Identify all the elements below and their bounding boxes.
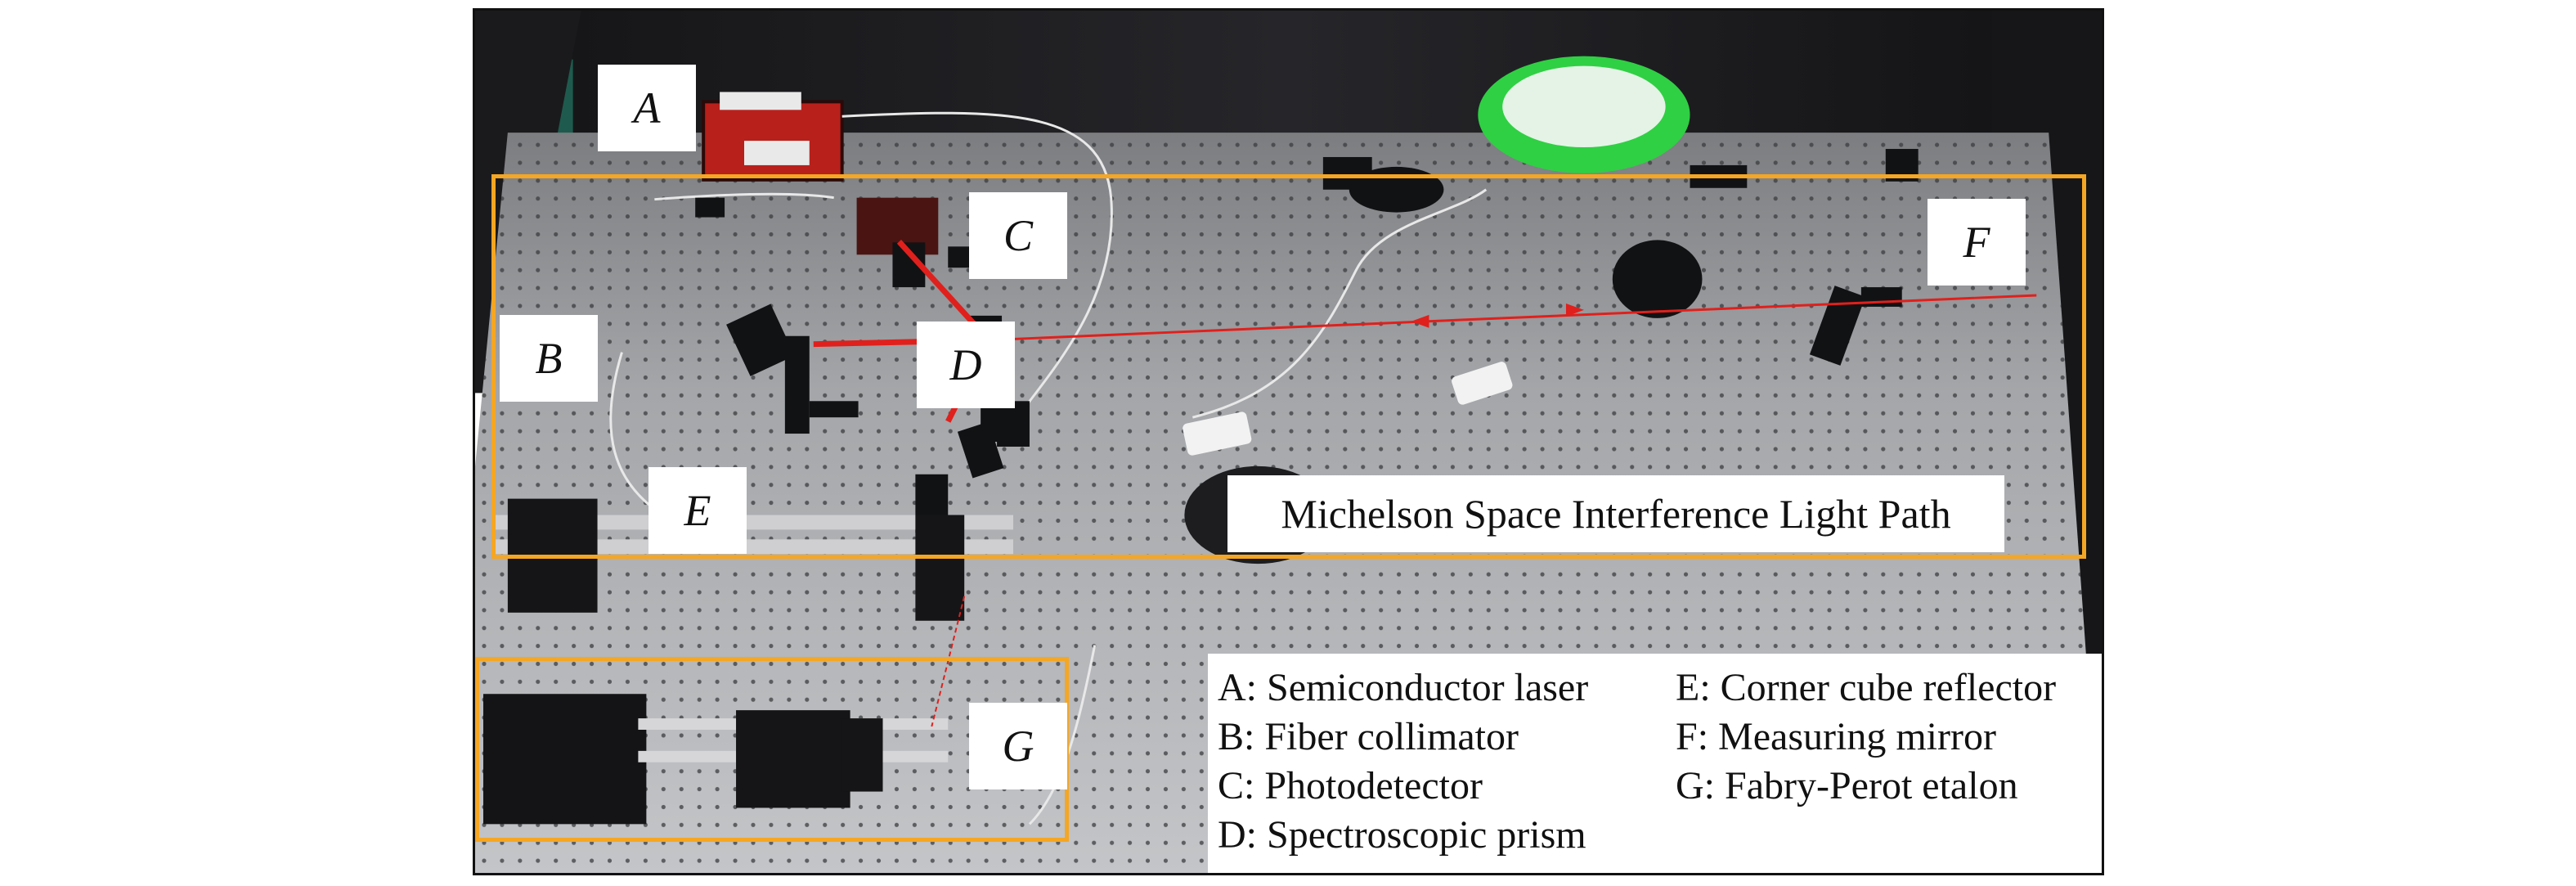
rail-assemblies [482, 498, 1014, 825]
label-g: G [969, 703, 1067, 789]
fiber-spool [1478, 56, 1690, 173]
semiconductor-laser [702, 92, 844, 182]
white-fiber-connectors [1183, 362, 1513, 456]
legend-item: F: Measuring mirror [1676, 715, 1996, 758]
component-legend: A: Semiconductor laser E: Corner cube re… [1208, 654, 2102, 873]
label-c: C [969, 192, 1067, 279]
label-b: B [500, 315, 598, 402]
label-f: F [1928, 199, 2026, 286]
legend-item: E: Corner cube reflector [1676, 666, 2057, 709]
label-e: E [648, 467, 747, 554]
legend-item: B: Fiber collimator [1218, 715, 1519, 758]
legend-item: G: Fabry-Perot etalon [1676, 764, 2018, 807]
label-d: D [917, 322, 1015, 408]
michelson-path-frame [491, 174, 2086, 559]
photo-figure: A B C D E F G Michelson Space Interferen… [473, 8, 2104, 875]
legend-item: A: Semiconductor laser [1218, 666, 1589, 709]
legend-item: D: Spectroscopic prism [1218, 813, 1586, 857]
legend-item: C: Photodetector [1218, 764, 1483, 807]
label-a: A [598, 65, 696, 151]
michelson-path-caption: Michelson Space Interference Light Path [1227, 475, 2004, 552]
